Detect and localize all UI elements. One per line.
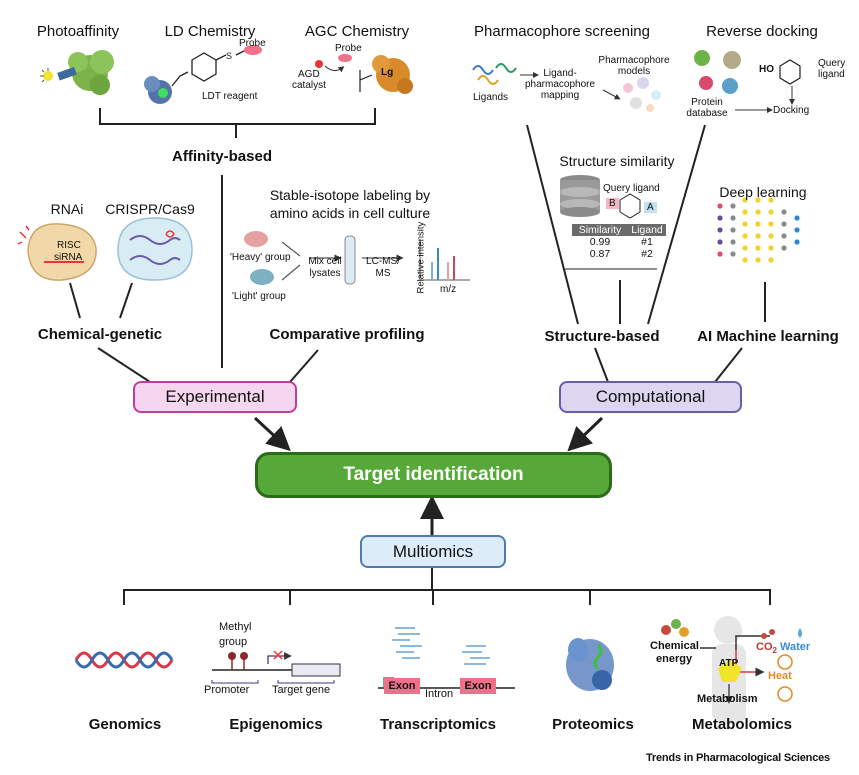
comparative-profiling-label: Comparative profiling: [269, 326, 425, 343]
ligand-mapping-line2: pharmacophore: [524, 79, 596, 90]
heavy-group-label: 'Heavy' group: [230, 252, 291, 263]
protein-database-line1: Protein: [691, 97, 723, 108]
similarity-table: Similarity Ligand 0.99 #1 0.87 #2: [572, 224, 666, 260]
table-row: 0.87 #2: [572, 248, 666, 260]
lcms-line2: MS: [375, 268, 391, 279]
ld-probe-label: Probe: [239, 38, 266, 49]
pharmacophore-screening-label: Pharmacophore screening: [474, 23, 650, 40]
protein-database-line2: database: [686, 108, 728, 119]
reverse-docking-label: Reverse docking: [706, 23, 818, 40]
promoter-label: Promoter: [204, 684, 250, 696]
ligand-mapping-line3: mapping: [540, 90, 580, 101]
similarity-table-header: Similarity Ligand: [572, 224, 666, 236]
methyl-label: Methyl: [219, 621, 252, 633]
chemical-energy-line1: Chemical: [650, 640, 699, 652]
table-cell: 0.87: [589, 248, 611, 260]
exon-label-1: Exon: [384, 678, 420, 694]
silac-title-line2: amino acids in cell culture: [269, 205, 431, 221]
ld-chemistry-label: LD Chemistry: [164, 23, 256, 40]
chemical-energy-line2: energy: [656, 653, 693, 665]
dna-illustration: [74, 651, 174, 669]
co2-label: CO2: [756, 641, 777, 656]
water-label: Water: [780, 641, 811, 653]
epigenomics-illustration: [211, 650, 341, 684]
target-gene-label: Target gene: [272, 684, 331, 696]
sirna-label: siRNA: [54, 252, 83, 263]
mix-cell-line1: Mix cell: [308, 256, 342, 267]
silac-title-line1: Stable-isotope labeling by: [269, 187, 431, 203]
group-label: group: [219, 636, 248, 648]
experimental-box: Experimental: [133, 381, 297, 413]
transcriptomics-label: Transcriptomics: [380, 716, 496, 733]
risc-label: RISC: [57, 240, 81, 251]
crispr-illustration: [117, 217, 193, 281]
table-header-ligand: Ligand: [631, 224, 663, 236]
agc-probe-label: Probe: [335, 43, 362, 54]
chemical-genetic-label: Chemical-genetic: [37, 326, 163, 343]
rnai-label: RNAi: [50, 201, 84, 217]
structure-based-label: Structure-based: [544, 328, 660, 345]
lcms-line1: LC-MS/: [366, 256, 400, 267]
metabolomics-illustration: [661, 616, 802, 724]
pharmacophore-models-line1: Pharmacophore: [598, 55, 670, 66]
pharmacophore-illustration: [472, 63, 661, 112]
fragment-a-label: A: [644, 202, 657, 213]
photoaffinity-label: Photoaffinity: [36, 23, 120, 40]
query-ligand-line2: ligand: [818, 69, 845, 80]
pharmacophore-models-line2: models: [617, 66, 651, 77]
query-ligand-line1: Query: [818, 58, 846, 69]
heat-label: Heat: [768, 670, 792, 682]
ho-label: HO: [759, 64, 774, 75]
agc-chemistry-label: AGC Chemistry: [304, 23, 410, 40]
ldt-reagent-label: LDT reagent: [202, 91, 258, 102]
exon-label-2: Exon: [460, 678, 496, 694]
structure-similarity-label: Structure similarity: [559, 153, 675, 169]
metabolomics-label: Metabolomics: [691, 716, 793, 733]
target-identification-box: Target identification: [255, 452, 612, 498]
genomics-label: Genomics: [88, 716, 162, 733]
computational-box: Computational: [559, 381, 742, 413]
table-row: 0.99 #1: [572, 236, 666, 248]
light-group-label: 'Light' group: [232, 291, 286, 302]
silac-illustration: [244, 231, 470, 285]
ai-machine-learning-label: AI Machine learning: [697, 328, 839, 345]
fragment-b-label: B: [606, 198, 619, 209]
protein-illustration: [566, 638, 614, 691]
journal-credit: Trends in Pharmacological Sciences: [646, 752, 830, 764]
table-cell: #2: [641, 248, 653, 260]
proteomics-label: Proteomics: [552, 716, 634, 733]
metabolism-label: Metabolism: [697, 693, 758, 705]
table-cell: #1: [641, 236, 653, 248]
atp-label: ATP: [719, 658, 739, 669]
ld-chemistry-illustration: S: [144, 45, 262, 104]
agd-label: AGD: [298, 69, 320, 80]
rnai-illustration: [17, 223, 97, 281]
mz-label: m/z: [440, 284, 457, 295]
ligands-label: Ligands: [473, 92, 509, 103]
affinity-based-label: Affinity-based: [171, 148, 273, 165]
lg-label: Lg: [381, 67, 394, 78]
table-cell: 0.99: [589, 236, 611, 248]
docking-label: Docking: [773, 105, 810, 116]
crispr-label: CRISPR/Cas9: [105, 201, 195, 217]
query-ligand-label: Query ligand: [603, 183, 660, 194]
epigenomics-label: Epigenomics: [229, 716, 323, 733]
ligand-mapping-line1: Ligand-: [543, 68, 577, 79]
database-illustration: [560, 175, 657, 270]
catalyst-label: catalyst: [292, 80, 326, 91]
neural-network-illustration: [717, 197, 800, 263]
mix-cell-line2: lysates: [309, 268, 341, 279]
deep-learning-label: Deep learning: [719, 184, 807, 200]
reverse-docking-illustration: [694, 50, 801, 113]
svg-text:S: S: [226, 51, 232, 61]
intron-label: Intron: [425, 688, 454, 700]
table-header-similarity: Similarity: [578, 224, 622, 236]
relative-intensity-label: Relative intensity: [415, 221, 427, 294]
photoaffinity-illustration: [40, 50, 114, 95]
agc-chemistry-illustration: [315, 54, 413, 94]
multiomics-box: Multiomics: [360, 535, 506, 568]
